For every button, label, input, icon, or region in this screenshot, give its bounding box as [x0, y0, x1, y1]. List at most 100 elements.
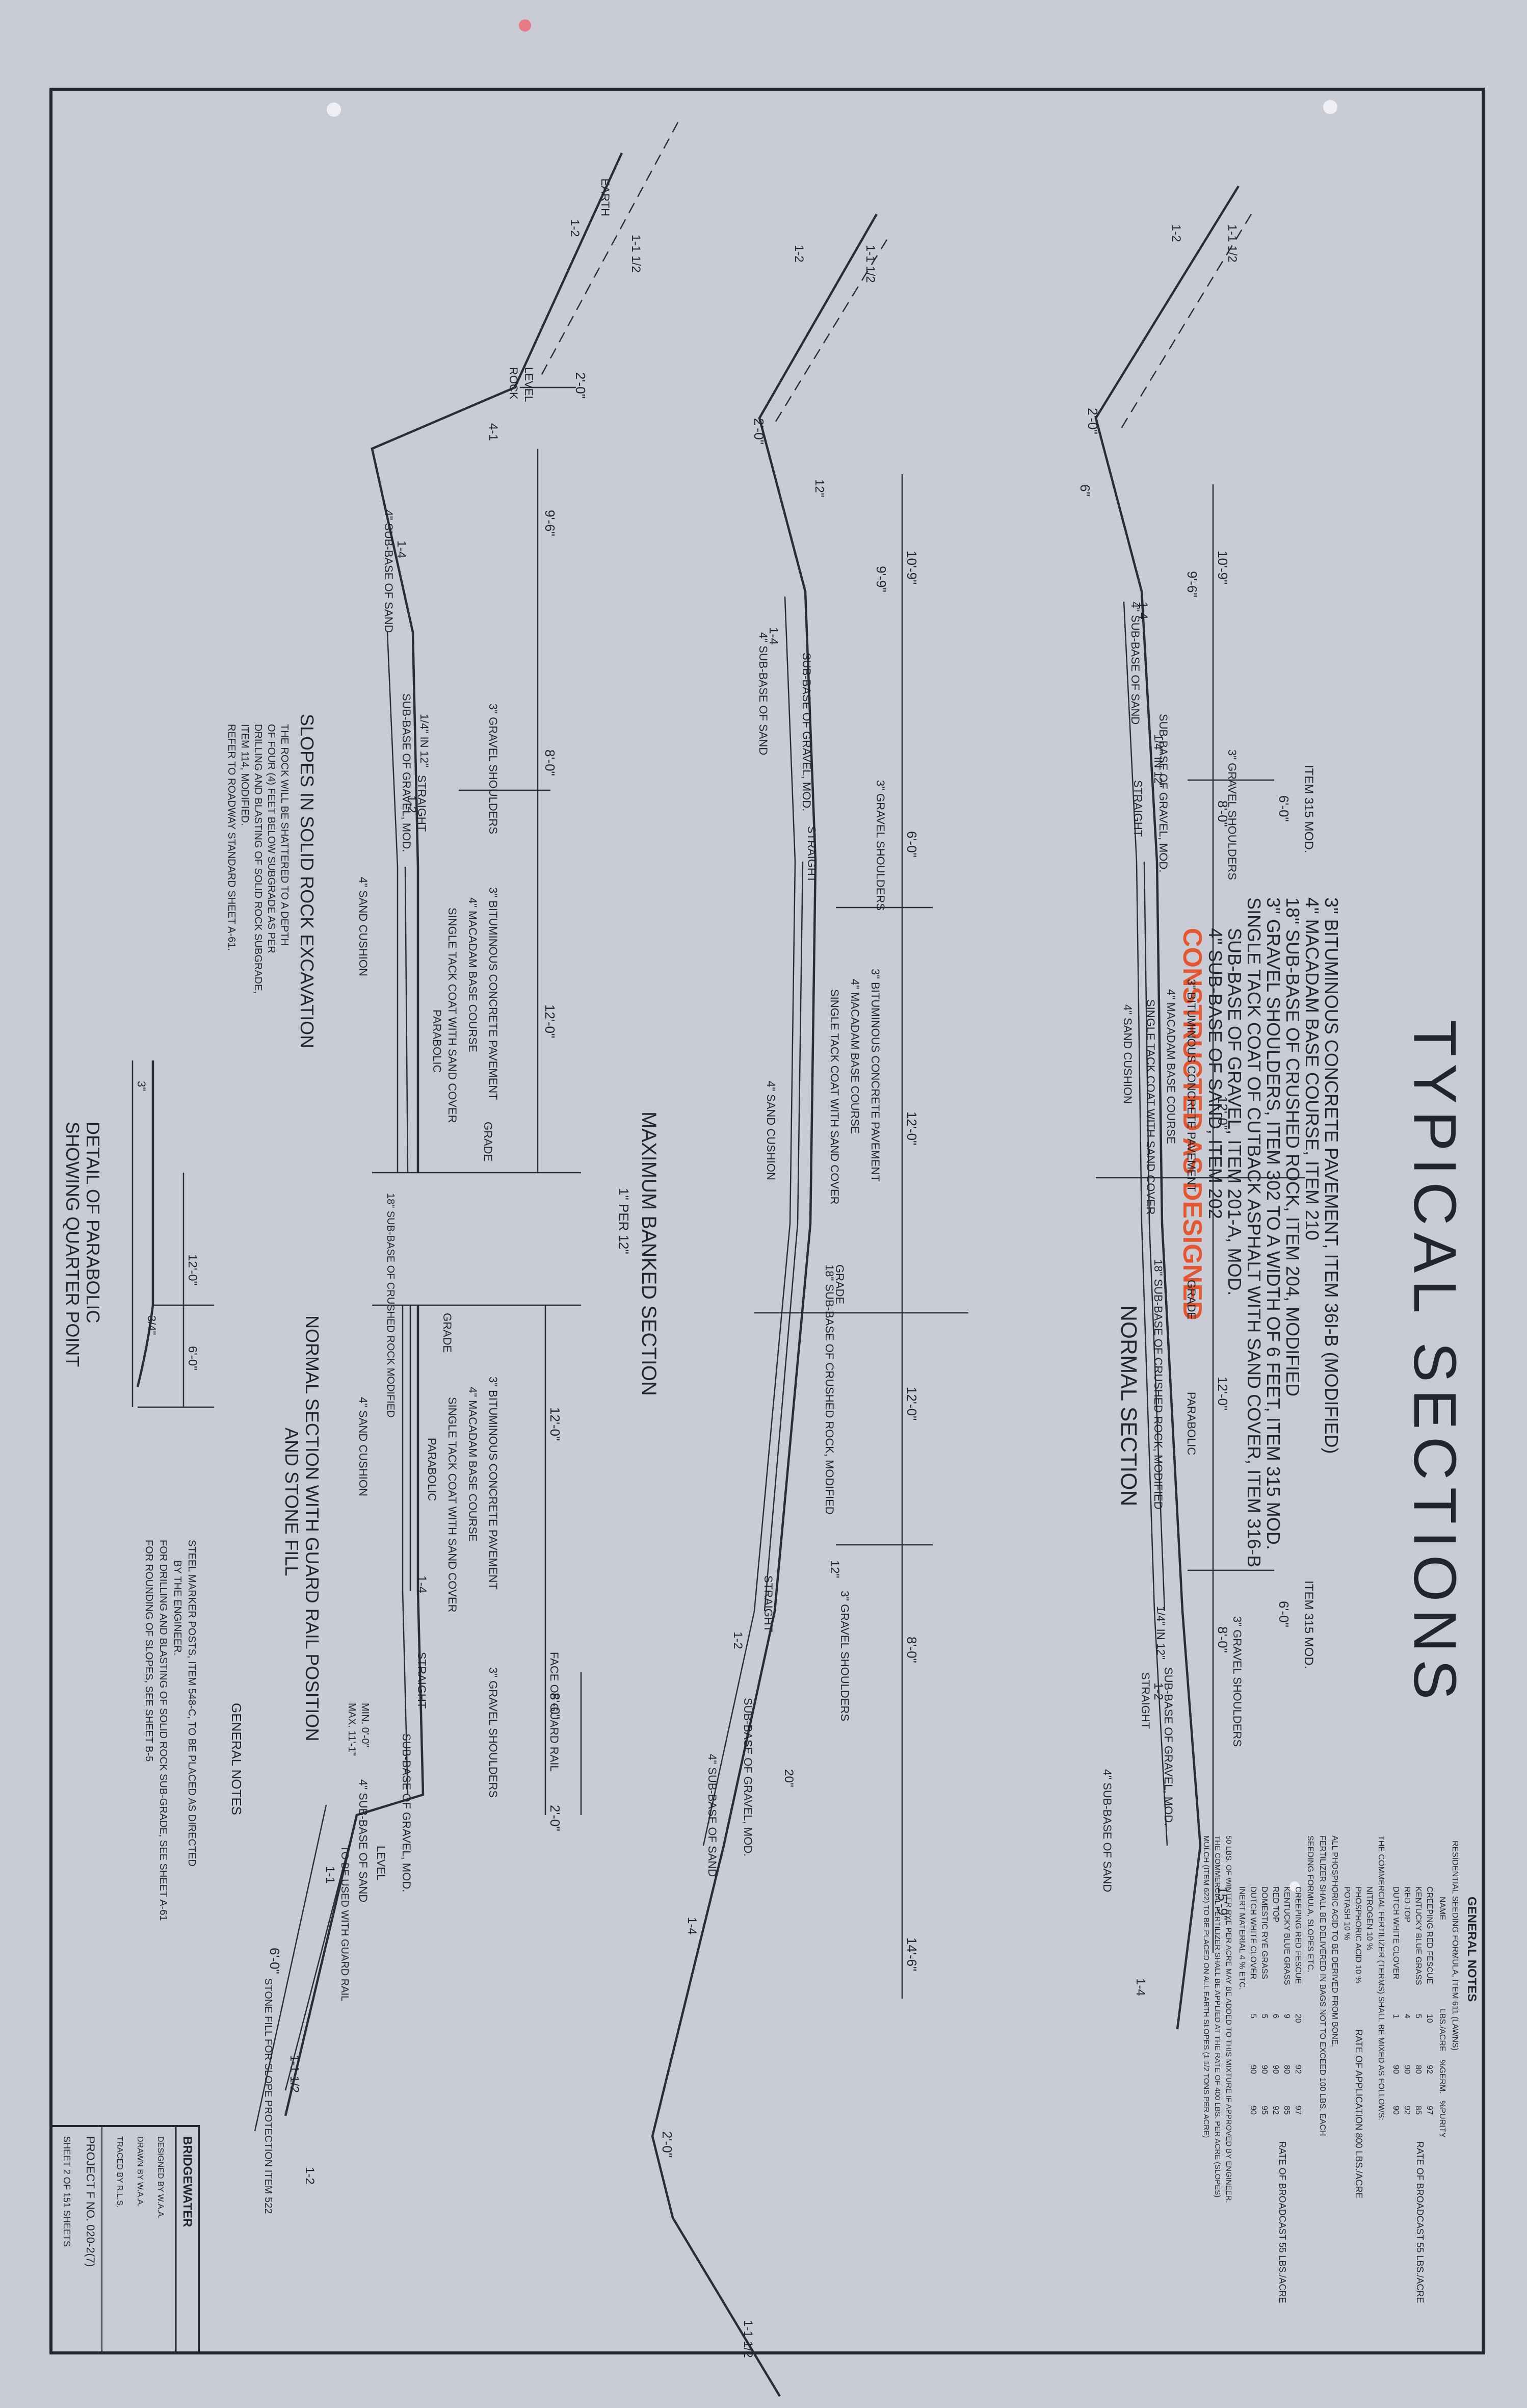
- legend-item-1: 3" BITUMINOUS CONCRETE PAVEMENT, ITEM 36…: [1321, 897, 1342, 1454]
- guard-rail-section: NORMAL SECTION WITH GUARD RAIL POSITION …: [254, 1304, 582, 2214]
- svg-text:SUB-BASE OF GRAVEL, MOD.: SUB-BASE OF GRAVEL, MOD.: [1162, 1667, 1175, 1826]
- svg-text:14'-6": 14'-6": [904, 1937, 919, 1971]
- svg-text:4" SAND CUSHION: 4" SAND CUSHION: [357, 877, 370, 976]
- parabolic-detail: DETAIL OF PARABOLIC SHOWING QUARTER POIN…: [62, 1060, 214, 1408]
- svg-text:2'-0": 2'-0": [751, 418, 767, 445]
- banked-section-subtitle: 1" PER 12": [616, 1188, 631, 1254]
- svg-text:FACE OF GUARD RAIL: FACE OF GUARD RAIL: [548, 1652, 561, 1772]
- svg-text:CREEPING RED FESCUE: CREEPING RED FESCUE: [1294, 1886, 1302, 1984]
- svg-text:SUB-BASE OF GRAVEL, MOD.: SUB-BASE OF GRAVEL, MOD.: [1157, 714, 1170, 872]
- svg-text:FOR ROUNDING OF SLOPES, SEE SH: FOR ROUNDING OF SLOPES, SEE SHEET B-5: [143, 1540, 154, 1762]
- punch-hole: [1323, 100, 1337, 114]
- svg-text:6'-0": 6'-0": [904, 831, 919, 858]
- svg-text:9'-6": 9'-6": [542, 510, 558, 536]
- general-notes-title: GENERAL NOTES: [1465, 1897, 1479, 2002]
- svg-text:1-2: 1-2: [1151, 1682, 1165, 1700]
- svg-text:12": 12": [812, 479, 826, 497]
- svg-text:4" MACADAM BASE COURSE: 4" MACADAM BASE COURSE: [1165, 989, 1177, 1144]
- svg-text:1-4: 1-4: [767, 627, 780, 645]
- svg-text:3" GRAVEL SHOULDERS: 3" GRAVEL SHOULDERS: [1231, 1616, 1244, 1747]
- svg-text:1-1: 1-1: [323, 1866, 337, 1884]
- svg-text:LEVEL: LEVEL: [522, 367, 535, 402]
- svg-text:RESIDENTIAL SEEDING FORMULA, I: RESIDENTIAL SEEDING FORMULA, ITEM 611 (L…: [1451, 1841, 1459, 2051]
- svg-text:4" SUB-BASE OF SAND: 4" SUB-BASE OF SAND: [382, 510, 395, 633]
- svg-text:80: 80: [1414, 2065, 1423, 2074]
- svg-text:STRAIGHT: STRAIGHT: [762, 1575, 775, 1632]
- seeding-row: RED TOP 4 90 92: [1403, 1886, 1411, 2115]
- svg-text:1-2: 1-2: [303, 2167, 317, 2185]
- svg-text:4: 4: [1403, 2014, 1411, 2018]
- normal-section: NORMAL SECTION 3" BITUMINOUS CONCRETE PA…: [1077, 185, 1315, 2030]
- svg-text:LEVEL: LEVEL: [375, 1846, 387, 1881]
- svg-text:GRADE: GRADE: [833, 1264, 846, 1304]
- svg-text:SUB-BASE OF GRAVEL, MOD.: SUB-BASE OF GRAVEL, MOD.: [800, 653, 813, 811]
- svg-text:1-2: 1-2: [792, 245, 806, 263]
- svg-text:18" SUB-BASE OF CRUSHED ROCK,: 18" SUB-BASE OF CRUSHED ROCK, MODIFIED: [823, 1264, 836, 1515]
- svg-text:3" BITUMINOUS CONCRETE PAVEMEN: 3" BITUMINOUS CONCRETE PAVEMENT: [869, 969, 882, 1182]
- svg-text:LBS./ACRE: LBS./ACRE: [1438, 2009, 1446, 2052]
- svg-text:THE ROCK WILL BE SHATTERED TO: THE ROCK WILL BE SHATTERED TO A DEPTH: [279, 724, 290, 946]
- svg-text:4" MACADAM BASE COURSE: 4" MACADAM BASE COURSE: [466, 897, 479, 1052]
- svg-text:97: 97: [1425, 2106, 1434, 2115]
- svg-text:RED TOP: RED TOP: [1271, 1886, 1280, 1923]
- svg-text:50 LBS. OF WINTER RYE PER ACRE: 50 LBS. OF WINTER RYE PER ACRE MAY BE AD…: [1224, 1835, 1233, 2203]
- svg-text:POTASH 10 %: POTASH 10 %: [1342, 1886, 1351, 1940]
- seeding-row: KENTUCKY BLUE GRASS 5 80 85: [1414, 1886, 1423, 2115]
- svg-text:1-1 1/2: 1-1 1/2: [287, 2055, 301, 2093]
- svg-text:TO BE USED WITH GUARD RAIL: TO BE USED WITH GUARD RAIL: [339, 1846, 350, 2001]
- svg-text:80: 80: [1282, 2065, 1291, 2074]
- svg-text:4" SAND CUSHION: 4" SAND CUSHION: [765, 1081, 777, 1180]
- parabolic-detail-subtitle: SHOWING QUARTER POINT: [62, 1122, 83, 1367]
- guard-rail-section-subtitle: AND STONE FILL: [281, 1428, 302, 1576]
- svg-text:90: 90: [1271, 2065, 1280, 2074]
- svg-text:6: 6: [1271, 2014, 1280, 2018]
- svg-text:ALL PHOSPHORIC ACID TO BE DERI: ALL PHOSPHORIC ACID TO BE DERIVED FROM B…: [1330, 1835, 1339, 2047]
- svg-text:12'-0": 12'-0": [186, 1254, 199, 1285]
- svg-text:STONE FILL FOR SLOPE PROTECTIO: STONE FILL FOR SLOPE PROTECTION ITEM 522: [262, 1978, 274, 2214]
- svg-text:PARABOLIC: PARABOLIC: [426, 1438, 438, 1501]
- center-notes: GENERAL NOTES: [229, 1703, 244, 1815]
- svg-text:RATE OF BROADCAST 55 LBS./ACRE: RATE OF BROADCAST 55 LBS./ACRE: [1415, 2141, 1425, 2303]
- drawing-title: TYPICAL SECTIONS: [1401, 1020, 1468, 1706]
- svg-text:SINGLE TACK COAT WITH SAND COV: SINGLE TACK COAT WITH SAND COVER: [446, 908, 459, 1123]
- svg-text:MULCH (ITEM 622) TO BE PLACED: MULCH (ITEM 622) TO BE PLACED ON ALL EAR…: [1202, 1835, 1210, 2138]
- guard-rail-section-profile: [284, 1305, 425, 2116]
- normal-section-title: NORMAL SECTION: [1116, 1305, 1141, 1506]
- svg-text:GRADE: GRADE: [441, 1313, 454, 1353]
- banked-section-title: MAXIMUM BANKED SECTION: [638, 1111, 660, 1396]
- svg-text:12'-0": 12'-0": [1215, 1377, 1230, 1410]
- svg-text:DESIGNED BY W.A.A.: DESIGNED BY W.A.A.: [156, 2136, 165, 2219]
- sheet-number: SHEET 2 OF 151 SHEETS: [62, 2136, 72, 2247]
- svg-text:15'-9": 15'-9": [1215, 1886, 1230, 1920]
- svg-text:12'-0": 12'-0": [542, 1004, 558, 1038]
- svg-text:REFER TO ROADWAY STANDARD SHEE: REFER TO ROADWAY STANDARD SHEET A-61.: [226, 724, 237, 951]
- svg-text:STEEL MARKER POSTS, ITEM 548-C: STEEL MARKER POSTS, ITEM 548-C, TO BE PL…: [186, 1540, 197, 1867]
- banked-section-subbase-line: [702, 596, 796, 1846]
- svg-text:8'-0": 8'-0": [1215, 1626, 1230, 1653]
- svg-text:3" BITUMINOUS CONCRETE PAVEMEN: 3" BITUMINOUS CONCRETE PAVEMENT: [487, 1377, 499, 1590]
- svg-text:SEEDING FORMULA, SLOPES ETC.: SEEDING FORMULA, SLOPES ETC.: [1306, 1835, 1314, 1973]
- svg-text:CREEPING RED FESCUE: CREEPING RED FESCUE: [1425, 1886, 1434, 1984]
- svg-text:1-2: 1-2: [731, 1632, 745, 1649]
- svg-text:12'-0": 12'-0": [547, 1407, 563, 1441]
- svg-text:20: 20: [1294, 2014, 1302, 2023]
- normal-section-subbase-line: [1123, 601, 1168, 1846]
- svg-text:%GERM.: %GERM.: [1438, 2060, 1446, 2094]
- legend-item-5: SINGLE TACK COAT OF CUTBACK ASPHALT WITH…: [1244, 897, 1265, 1567]
- svg-text:1-1 1/2: 1-1 1/2: [1225, 224, 1239, 263]
- svg-text:85: 85: [1414, 2106, 1423, 2115]
- svg-text:BY THE ENGINEER.: BY THE ENGINEER.: [172, 1560, 183, 1655]
- svg-text:RATE OF APPLICATION 800 LBS./A: RATE OF APPLICATION 800 LBS./ACRE: [1354, 2029, 1364, 2198]
- seeding-row: CREEPING RED FESCUE 10 92 97: [1425, 1886, 1434, 2115]
- legend-item-6: SUB-BASE OF GRAVEL, ITEM 201-A, MOD.: [1224, 928, 1245, 1296]
- svg-text:1-4: 1-4: [394, 540, 408, 558]
- svg-text:3" BITUMINOUS CONCRETE PAVEMEN: 3" BITUMINOUS CONCRETE PAVEMENT: [1185, 979, 1198, 1192]
- svg-text:90: 90: [1391, 2106, 1400, 2115]
- svg-text:97: 97: [1294, 2106, 1302, 2115]
- rock-section-title: SLOPES IN SOLID ROCK EXCAVATION: [297, 714, 318, 1048]
- svg-text:4" SUB-BASE OF SAND: 4" SUB-BASE OF SAND: [757, 632, 770, 755]
- svg-text:DRILLING AND BLASTING OF SOLID: DRILLING AND BLASTING OF SOLID ROCK SUBG…: [252, 724, 264, 994]
- svg-text:90: 90: [1391, 2065, 1400, 2074]
